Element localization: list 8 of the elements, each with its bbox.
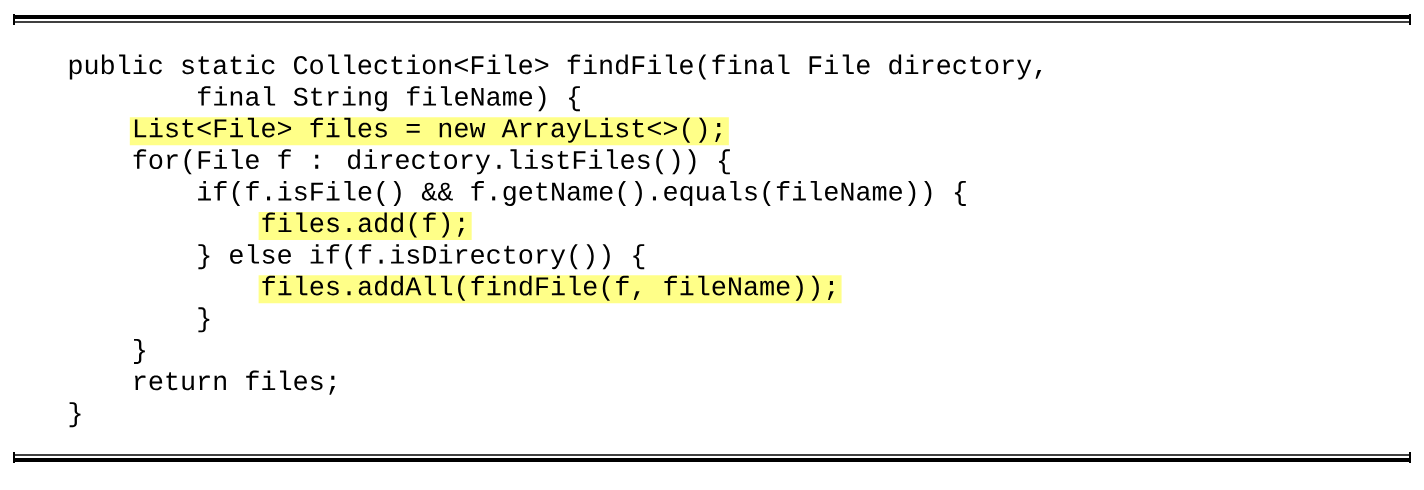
code-line: }: [198, 307, 210, 333]
code-line: if(f.isFile() && f.getName().equals(fileName)) {: [198, 180, 966, 206]
code-line: public static Collection<File> findFile(final File directory,: [69, 54, 1042, 80]
code-line: } else if(f.isDirectory()) {: [198, 244, 645, 270]
code-line: }: [69, 402, 81, 428]
code-line: }: [134, 338, 145, 364]
code-line: for(File f : directory.listFiles()) {: [133, 149, 730, 175]
code-line: return files;: [135, 370, 336, 395]
